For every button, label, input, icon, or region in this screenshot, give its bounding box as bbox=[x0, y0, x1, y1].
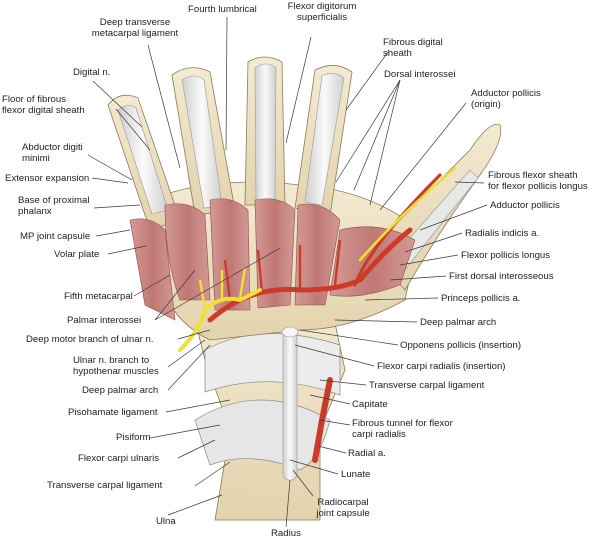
label-deep-palmar-arch-left: Deep palmar arch bbox=[82, 385, 159, 396]
label-digital-n: Digital n. bbox=[73, 67, 111, 78]
label-lunate: Lunate bbox=[341, 469, 371, 480]
label-fibrous-digital-sheath: Fibrous digital sheath bbox=[383, 37, 443, 59]
label-capitate: Capitate bbox=[352, 399, 388, 410]
label-fourth-lumbrical: Fourth lumbrical bbox=[188, 4, 257, 15]
label-radius: Radius bbox=[271, 528, 301, 539]
label-adductor-pollicis-origin: Adductor pollicis (origin) bbox=[471, 88, 541, 110]
label-deep-motor-branch-of-ulnar-n: Deep motor branch of ulnar n. bbox=[26, 334, 154, 345]
leader-lines bbox=[87, 16, 488, 528]
nerves bbox=[178, 166, 457, 352]
label-dorsal-interossei: Dorsal interossei bbox=[384, 69, 456, 80]
label-flexor-digitorum-superficialis: Flexor digitorum superficialis bbox=[287, 1, 357, 23]
label-volar-plate: Volar plate bbox=[54, 249, 100, 260]
label-fibrous-tunnel-for-fcr: Fibrous tunnel for flexor carpi radialis bbox=[352, 418, 453, 440]
label-extensor-expansion: Extensor expansion bbox=[5, 173, 90, 184]
label-adductor-pollicis: Adductor pollicis bbox=[490, 200, 560, 211]
label-ulna: Ulna bbox=[156, 516, 176, 527]
label-radial-a: Radial a. bbox=[348, 448, 386, 459]
label-abductor-digiti-minimi: Abductor digiti minimi bbox=[22, 142, 83, 164]
label-flexor-carpi-radialis-insertion: Flexor carpi radialis (insertion) bbox=[377, 361, 506, 372]
label-pisiform: Pisiform bbox=[116, 432, 151, 443]
label-radialis-indicis-a: Radialis indicis a. bbox=[465, 228, 540, 239]
label-opponens-pollicis-insertion: Opponens pollicis (insertion) bbox=[400, 340, 522, 351]
label-palmar-interossei: Palmar interossei bbox=[67, 315, 142, 326]
label-pisohamate-ligament: Pisohamate ligament bbox=[68, 407, 158, 418]
label-deep-transverse-metacarpal-ligament: Deep transverse metacarpal ligament bbox=[91, 17, 179, 39]
label-transverse-carpal-ligament-right: Transverse carpal ligament bbox=[369, 380, 485, 391]
label-base-of-proximal-phalanx: Base of proximal phalanx bbox=[18, 195, 90, 217]
label-deep-palmar-arch-right: Deep palmar arch bbox=[420, 317, 497, 328]
label-flexor-pollicis-longus: Flexor pollicis longus bbox=[461, 250, 551, 261]
label-fibrous-flexor-sheath-fpl: Fibrous flexor sheath for flexor pollici… bbox=[488, 170, 588, 192]
tendons bbox=[281, 326, 299, 481]
label-flexor-carpi-ulnaris: Flexor carpi ulnaris bbox=[78, 453, 160, 464]
label-mp-joint-capsule: MP joint capsule bbox=[20, 231, 91, 242]
interossei-muscles bbox=[129, 198, 416, 321]
label-first-dorsal-interosseous: First dorsal interosseous bbox=[449, 271, 554, 282]
label-radiocarpal-joint-capsule: Radiocarpal joint capsule bbox=[316, 497, 370, 519]
label-princeps-pollicis-a: Princeps pollicis a. bbox=[441, 293, 521, 304]
label-transverse-carpal-ligament-left: Transverse carpal ligament bbox=[47, 480, 163, 491]
label-floor-of-fibrous-flexor-digital-sheath: Floor of fibrous flexor digital sheath bbox=[2, 94, 85, 116]
label-fifth-metacarpal: Fifth metacarpal bbox=[64, 291, 133, 302]
label-ulnar-n-branch-to-hypothenar-muscles: Ulnar n. branch to hypothenar muscles bbox=[73, 355, 159, 377]
